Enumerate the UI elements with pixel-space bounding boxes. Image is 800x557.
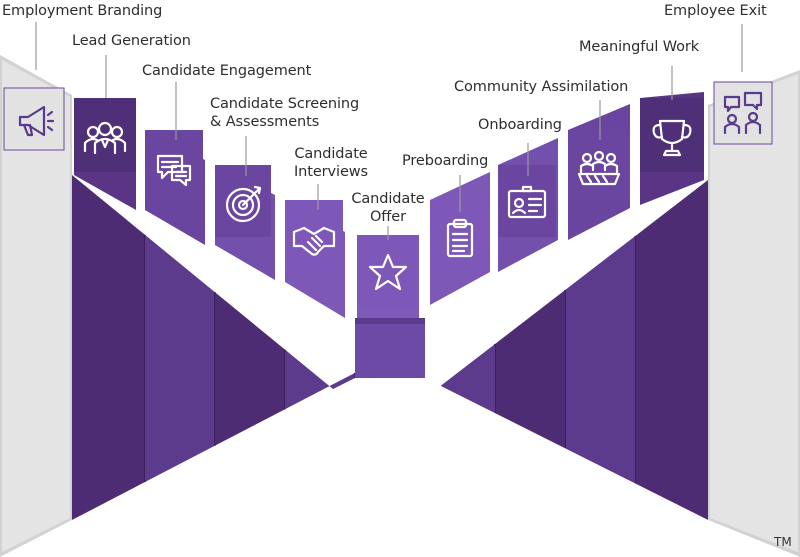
handshake-icon xyxy=(292,226,336,256)
conversation-icon xyxy=(723,91,763,135)
star-icon xyxy=(368,253,408,291)
left-wall-panel xyxy=(215,292,285,446)
stage-label: Employment Branding xyxy=(2,3,163,19)
stage-label: Onboarding xyxy=(478,117,562,133)
stage-icon-panel xyxy=(498,165,556,237)
team-meeting-icon xyxy=(577,150,621,186)
id-badge-icon xyxy=(507,185,547,219)
corridor-end-wall xyxy=(355,318,425,378)
trademark-mark: TM xyxy=(774,535,792,549)
corridor-floor xyxy=(0,378,800,557)
stage-icon-panel xyxy=(640,98,704,172)
chat-bubbles-icon xyxy=(156,154,192,187)
target-icon xyxy=(225,185,262,223)
stage-icon-panel xyxy=(3,87,65,151)
left-wall-panel xyxy=(285,349,355,410)
stage-label: Candidate Engagement xyxy=(142,63,312,79)
right-wall-panel xyxy=(635,180,708,520)
stage-label: Candidate Screening& Assessments xyxy=(210,96,360,130)
stage-label: Community Assimilation xyxy=(454,79,629,95)
left-wall-panel xyxy=(145,234,215,483)
stage-icon-panel xyxy=(357,235,419,307)
stage-label: Meaningful Work xyxy=(579,39,700,55)
clipboard-icon xyxy=(446,218,474,258)
left-wall-panel xyxy=(72,175,145,520)
megaphone-icon xyxy=(18,105,55,137)
right-wall-panel xyxy=(565,236,635,484)
people-group-icon xyxy=(83,121,127,155)
stage-icon-panel xyxy=(568,130,630,202)
stage-label: Employee Exit xyxy=(664,3,767,19)
stage-icon-panel xyxy=(713,81,773,145)
stage-label: Preboarding xyxy=(402,153,489,169)
trophy-icon xyxy=(652,119,692,157)
right-wall-panel xyxy=(425,344,495,414)
stage-label: Lead Generation xyxy=(72,33,191,49)
right-wall-panel xyxy=(495,290,565,449)
